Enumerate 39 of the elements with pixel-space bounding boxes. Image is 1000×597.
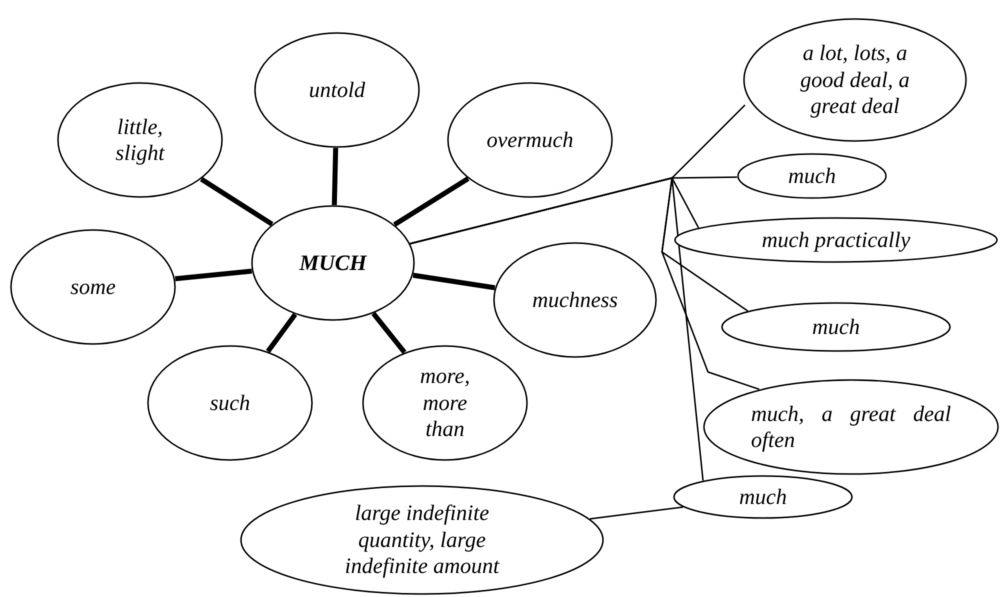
word-ellipse — [447, 82, 613, 198]
word-label: much — [787, 162, 837, 190]
word-label: large indefinite quantity, large indefinite amount — [344, 500, 501, 580]
word-ellipse — [673, 475, 853, 519]
word-ellipse — [57, 82, 223, 198]
word-label: a lot, lots, a good deal, a great deal — [799, 40, 911, 120]
word-label: overmuch — [486, 126, 574, 154]
connector-line — [412, 272, 496, 290]
word-ellipse — [743, 18, 967, 142]
word-ellipse — [251, 205, 415, 321]
word-ellipse — [147, 345, 313, 461]
word-ellipse — [493, 242, 657, 358]
word-label: much practically — [760, 226, 912, 254]
word-ellipse — [737, 153, 887, 199]
word-ellipse — [721, 302, 951, 352]
connector-line — [410, 177, 704, 481]
word-ellipse — [10, 229, 176, 345]
word-label: muchness — [531, 286, 619, 314]
connector-line — [590, 506, 684, 520]
word-label: much, a great deal often — [751, 400, 951, 454]
word-label: untold — [308, 76, 366, 104]
word-label: much — [811, 314, 861, 340]
connector-line — [266, 312, 298, 353]
connector-line — [371, 312, 406, 354]
word-label: such — [208, 390, 252, 416]
word-ellipse — [674, 217, 998, 263]
connector-line — [200, 176, 274, 226]
word-label: MUCH — [298, 250, 368, 276]
connector-line — [174, 268, 252, 282]
word-label: little, slight — [114, 114, 166, 166]
connector-line — [332, 148, 338, 206]
word-label: much — [738, 484, 788, 510]
word-ellipse — [254, 32, 420, 148]
word-label: more, more than — [419, 363, 471, 443]
word-label: some — [69, 274, 117, 300]
connector-line — [393, 176, 470, 227]
word-ellipse — [240, 485, 604, 595]
word-ellipse — [362, 345, 528, 461]
word-ellipse — [703, 379, 999, 475]
